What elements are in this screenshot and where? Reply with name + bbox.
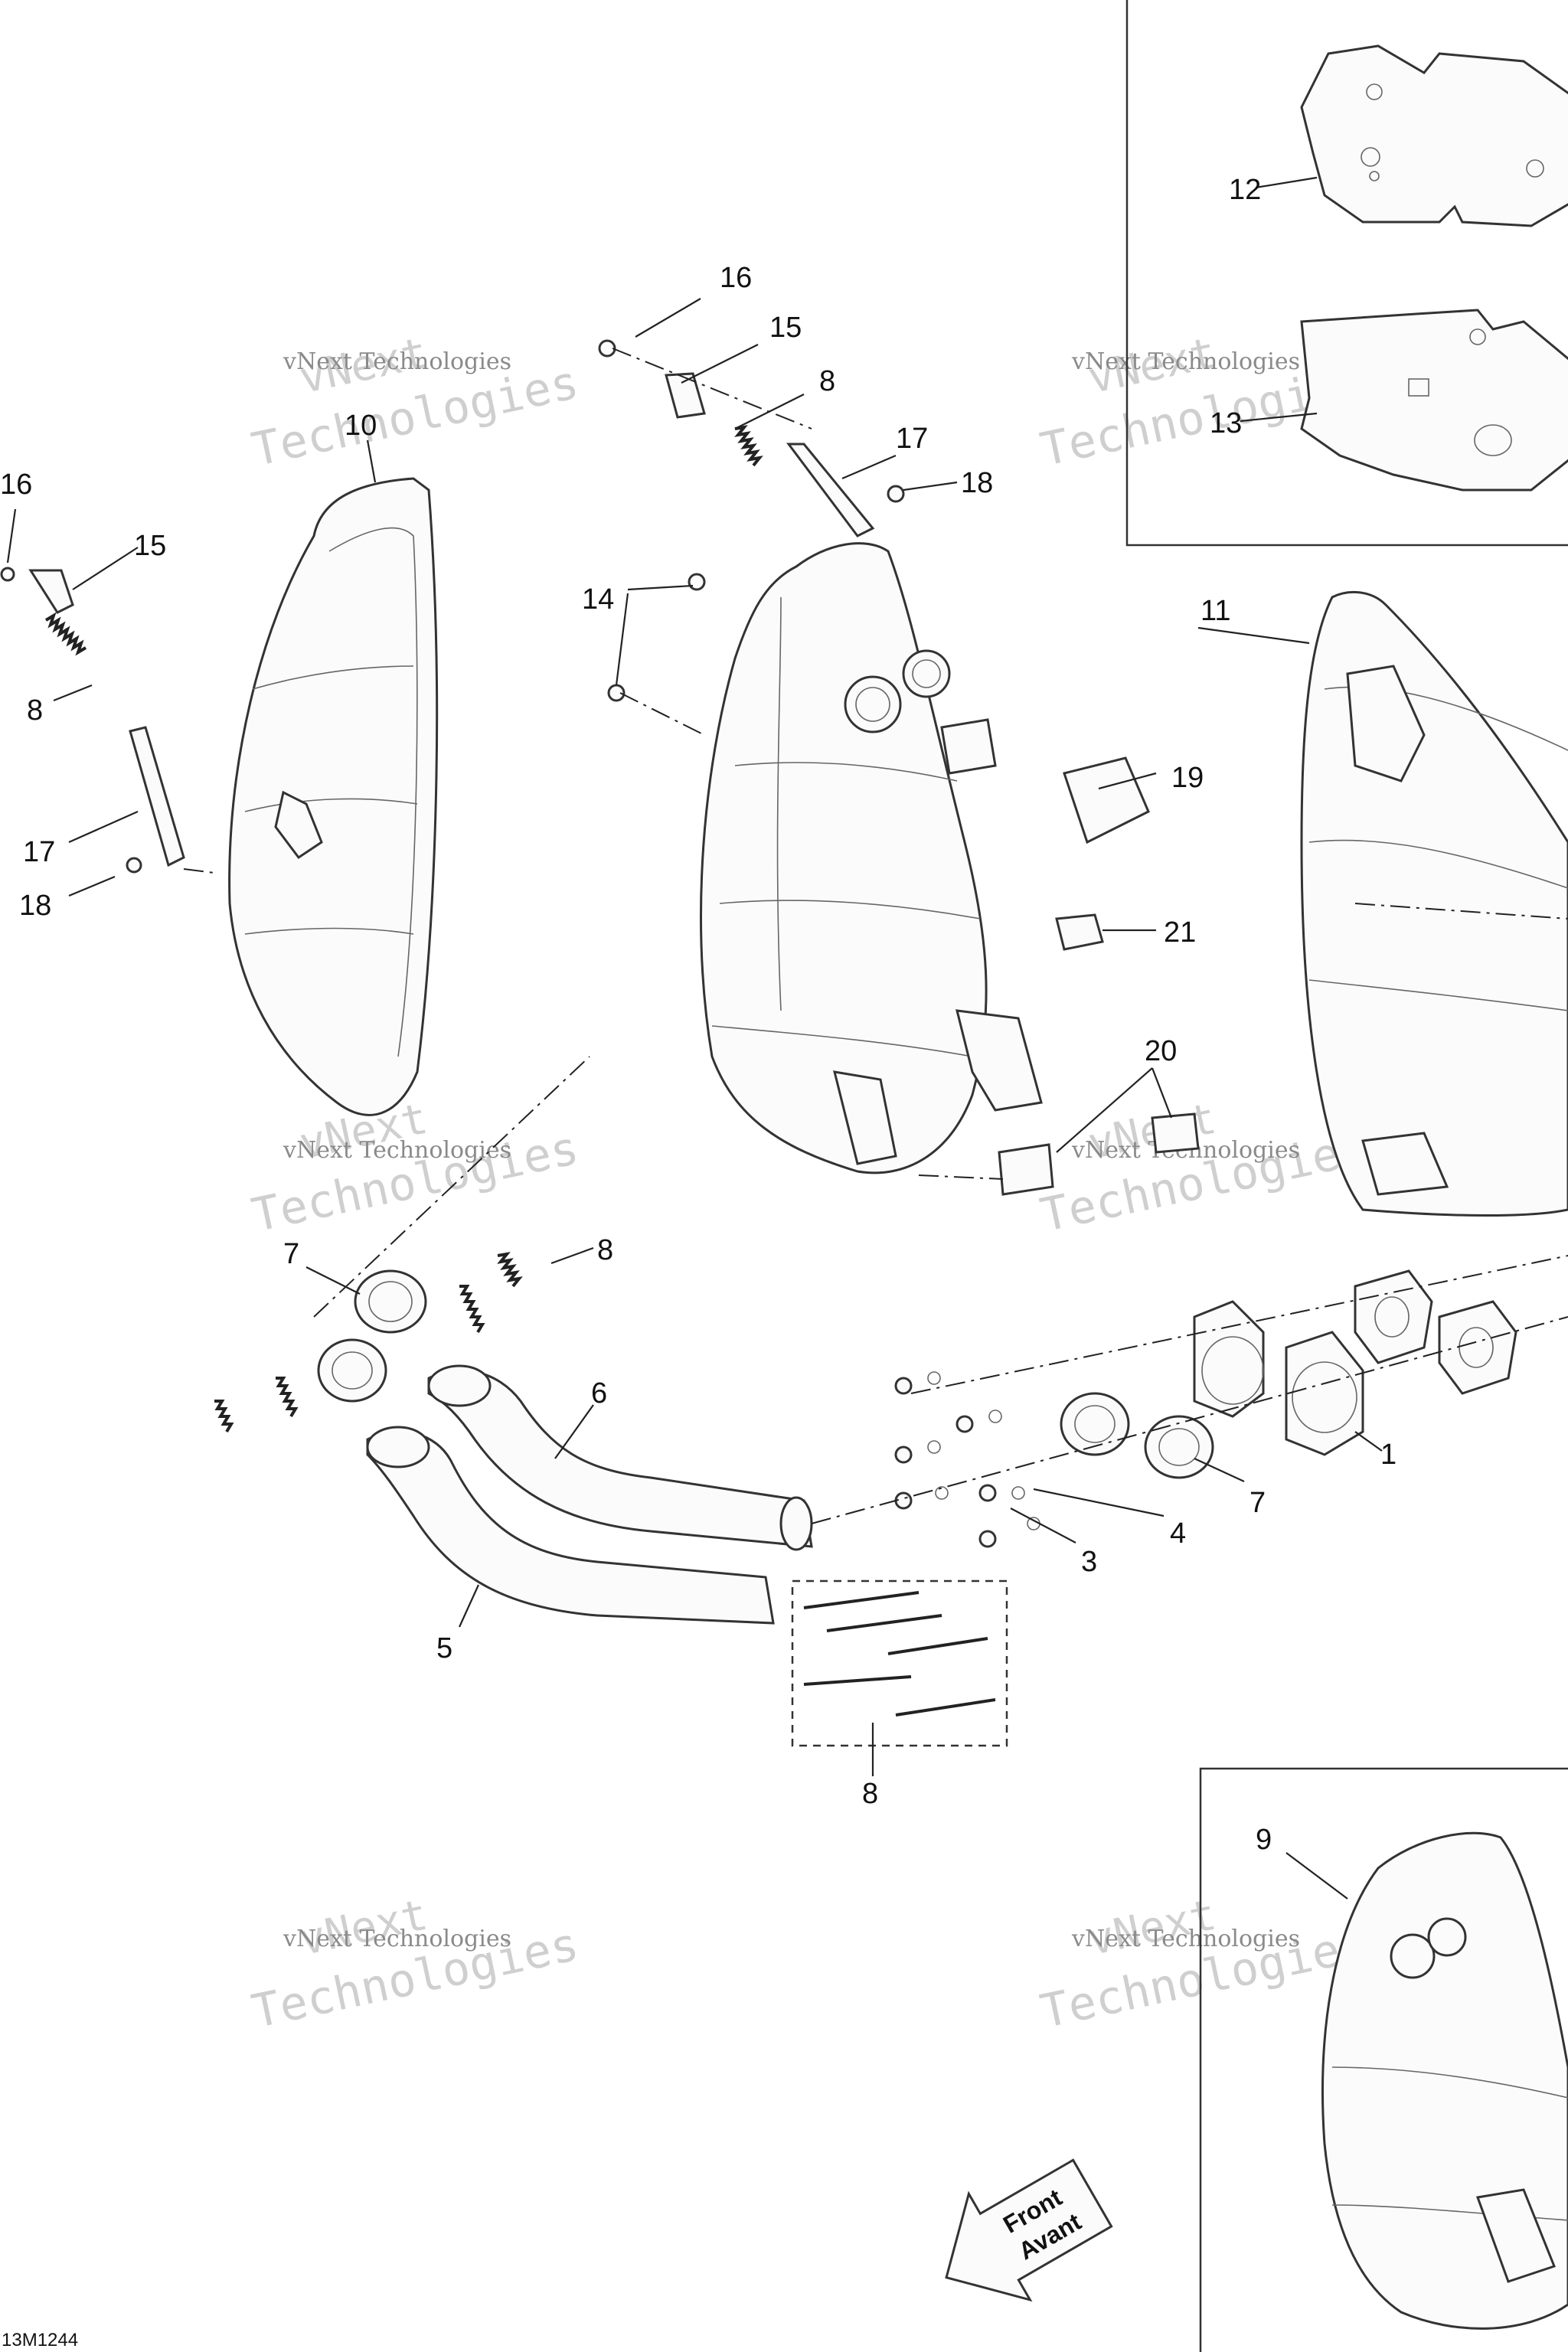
callout-8-left: 8	[27, 694, 43, 727]
bracket-17-left	[129, 726, 185, 867]
callout-17-top: 17	[896, 423, 928, 455]
screw-16-left	[0, 567, 15, 582]
muffler-main-body	[700, 542, 988, 1174]
flange-1	[1193, 1300, 1364, 1456]
callout-11: 11	[1200, 595, 1230, 627]
assembly-line-3	[910, 1255, 1568, 1394]
gasket-12	[1300, 44, 1568, 227]
springs-kit	[803, 1591, 996, 1717]
watermark-small-2: vNext Technologies	[1071, 348, 1300, 375]
springs-kit-box	[791, 1579, 1008, 1747]
inset-box-gaskets	[1125, 0, 1568, 547]
watermark-small-1: vNext Technologies	[283, 348, 511, 375]
callout-7-left: 7	[283, 1238, 299, 1270]
callout-8-mid: 8	[597, 1234, 613, 1266]
callout-15-left: 15	[134, 530, 166, 562]
callout-18-top: 18	[961, 467, 993, 499]
callout-9: 9	[1256, 1824, 1272, 1856]
watermark-small-5: vNext Technologies	[283, 1926, 511, 1952]
callout-15-top: 15	[769, 312, 802, 344]
ring-7-left-b	[317, 1338, 387, 1403]
watermark-1: vNext Technologies	[247, 328, 583, 477]
callout-7-right: 7	[1250, 1487, 1266, 1519]
bracket-15-left	[28, 569, 74, 614]
rubber-pad-20a	[998, 1143, 1054, 1196]
callout-10: 10	[345, 410, 377, 442]
assembly-line-8	[918, 1174, 1004, 1180]
rubber-pad-20b	[1151, 1112, 1200, 1154]
muffler-cover-10	[228, 477, 439, 1116]
assembly-line-1	[313, 1056, 590, 1318]
callouts: 12 13 16 15 8 17 18 14 10 16 15 8 17 18 …	[0, 174, 1396, 1856]
assembly-line-4	[183, 868, 215, 874]
rubber-mount-19	[1063, 756, 1150, 844]
bracket-17-top	[786, 443, 875, 537]
callout-16-left: 16	[0, 469, 32, 501]
callout-6: 6	[591, 1377, 607, 1410]
drawing-code: 13M1244	[2, 2330, 78, 2350]
exhaust-pipe-5	[366, 1430, 775, 1625]
watermark-small-3: vNext Technologies	[283, 1137, 511, 1164]
callout-3: 3	[1081, 1546, 1097, 1578]
springs	[44, 425, 763, 1433]
callout-8-kit: 8	[862, 1778, 878, 1810]
callout-16-top: 16	[720, 262, 752, 294]
callout-13: 13	[1210, 407, 1242, 439]
callout-1: 1	[1380, 1439, 1396, 1471]
ring-7-right-b	[1144, 1415, 1214, 1479]
front-direction-arrow: Front Avant	[945, 2158, 1113, 2302]
gasket-13	[1300, 309, 1568, 492]
bolts-3-4	[894, 1371, 1040, 1548]
assembly-line-5	[612, 348, 812, 430]
callout-18-left: 18	[19, 890, 51, 922]
watermark-small-6: vNext Technologies	[1071, 1926, 1300, 1952]
gaskets-flange	[1354, 1269, 1517, 1395]
bumper-21	[1055, 913, 1104, 951]
ring-7-left-a	[354, 1269, 427, 1334]
screw-18-top	[887, 485, 905, 503]
leader-lines	[6, 176, 1383, 1900]
callout-19: 19	[1171, 762, 1204, 794]
inset-box-9	[1199, 1767, 1568, 2352]
screw-18-left	[126, 857, 142, 874]
callout-12: 12	[1229, 174, 1261, 206]
callout-8-top: 8	[819, 365, 835, 397]
callout-21: 21	[1164, 916, 1196, 949]
grommet-14a	[688, 573, 706, 591]
assembly-line-2	[811, 1316, 1568, 1524]
screw-16-top	[598, 339, 616, 358]
callout-5: 5	[436, 1632, 452, 1664]
callout-14: 14	[582, 583, 614, 616]
ring-7-right-a	[1060, 1392, 1130, 1456]
callout-4: 4	[1170, 1517, 1186, 1550]
muffler-cover-11	[1300, 590, 1568, 1217]
assembly-line-7	[619, 692, 705, 736]
bracket-15-top	[665, 372, 706, 419]
callout-17-left: 17	[23, 836, 55, 868]
callout-20: 20	[1145, 1035, 1177, 1067]
assembly-line-6	[1354, 903, 1568, 920]
